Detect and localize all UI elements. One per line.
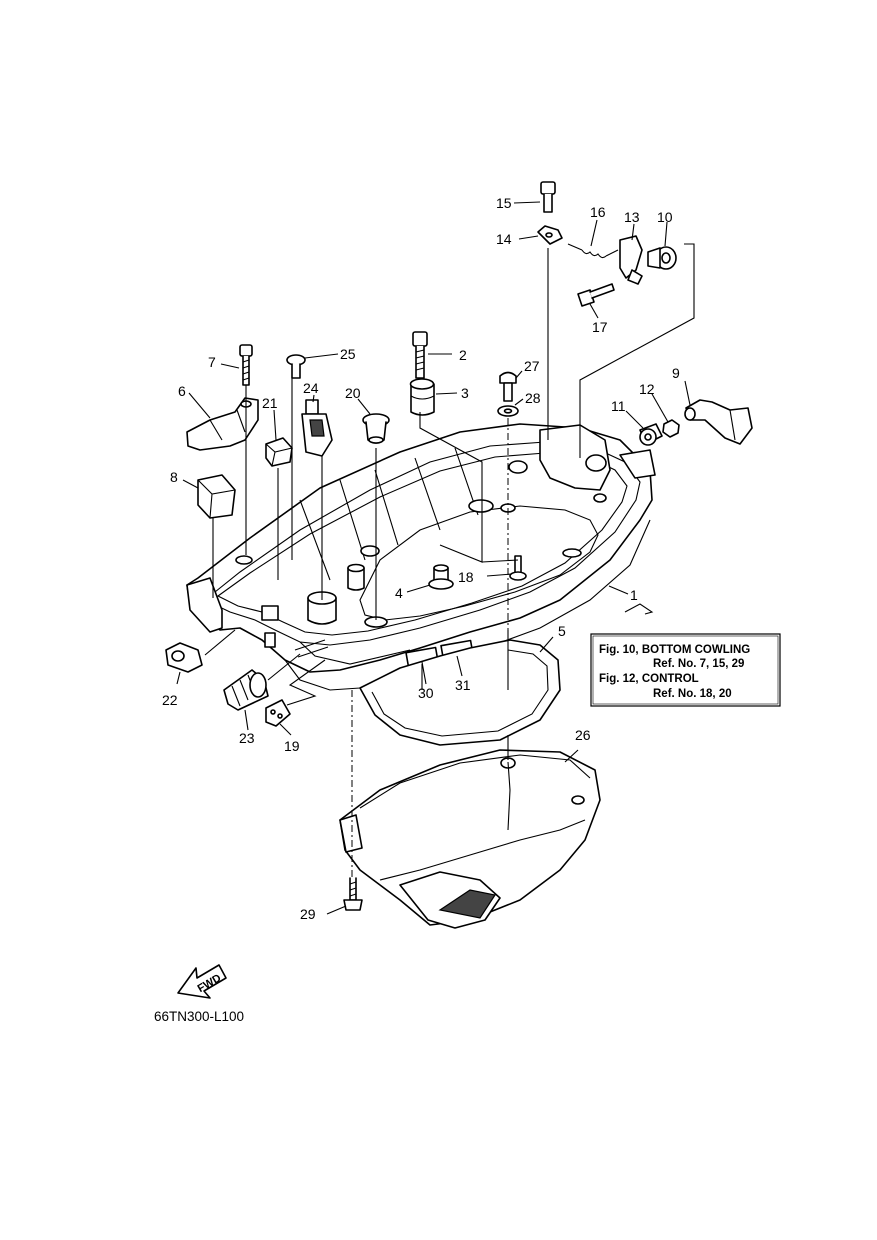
- collar-part-4: [428, 564, 454, 590]
- grommet-part-20: [362, 413, 390, 444]
- bolt-part-15: [540, 181, 556, 213]
- callout-13: 13: [624, 209, 640, 225]
- diagram-code: 66TN300-L100: [154, 1009, 244, 1024]
- callout-17: 17: [592, 319, 608, 335]
- callout-16: 16: [590, 204, 606, 220]
- callout-4: 4: [395, 585, 403, 601]
- nut-part-12: [662, 419, 680, 438]
- leader-lines: [176, 201, 695, 915]
- clip-part-25: [286, 354, 306, 379]
- callout-29: 29: [300, 906, 316, 922]
- callout-14: 14: [496, 231, 512, 247]
- note-line-2: Ref. No. 7, 15, 29: [653, 658, 744, 670]
- callout-19: 19: [284, 738, 300, 754]
- bushing-part-10: [647, 246, 677, 270]
- fwd-arrow-icon: FWD: [177, 964, 227, 999]
- note-line-4: Ref. No. 18, 20: [653, 688, 732, 700]
- handle-part-9: [684, 399, 753, 445]
- callout-7: 7: [208, 354, 216, 370]
- callout-5: 5: [558, 623, 566, 639]
- bolt-part-2: [412, 331, 428, 379]
- reference-note-box: Fig. 10, BOTTOM COWLING Ref. No. 7, 15, …: [590, 633, 781, 707]
- clip-part-22: [165, 642, 203, 673]
- callout-1: 1: [630, 587, 638, 603]
- seal-part-5: [359, 639, 561, 746]
- bracket-part-6: [186, 397, 259, 451]
- grommet-part-3: [409, 378, 435, 416]
- callout-2: 2: [459, 347, 467, 363]
- spring-part-16: [567, 243, 619, 259]
- bottom-cowling-part-1: [186, 423, 656, 691]
- callout-23: 23: [239, 730, 255, 746]
- callout-30: 30: [418, 685, 434, 701]
- callout-9: 9: [672, 365, 680, 381]
- callout-15: 15: [496, 195, 512, 211]
- callout-31: 31: [455, 677, 471, 693]
- clamp-part-14: [537, 225, 563, 245]
- screw-part-7: [239, 344, 253, 386]
- grommet-part-11: [639, 423, 663, 446]
- callout-10: 10: [657, 209, 673, 225]
- callout-11: 11: [611, 398, 626, 414]
- pad-part-8: [197, 474, 236, 519]
- callout-21: 21: [262, 395, 278, 411]
- callout-24: 24: [303, 380, 319, 396]
- callout-12: 12: [639, 381, 655, 397]
- callout-18: 18: [458, 569, 474, 585]
- callout-numbers: 1 2 3 4 5 6 7 8 9 10 11 12 13 14 15 16 1…: [162, 195, 680, 922]
- grommet-part-19: [265, 699, 291, 727]
- screw-part-18: [509, 555, 527, 581]
- callout-22: 22: [162, 692, 178, 708]
- pad-part-21: [265, 437, 293, 467]
- callout-6: 6: [178, 383, 186, 399]
- callout-8: 8: [170, 469, 178, 485]
- lower-pan-part-26: [339, 749, 601, 929]
- grommet-part-23: [223, 669, 269, 711]
- callout-26: 26: [575, 727, 591, 743]
- note-line-3: Fig. 12, CONTROL: [599, 673, 699, 685]
- screw-part-29: [343, 877, 363, 911]
- callout-25: 25: [340, 346, 356, 362]
- callout-27: 27: [524, 358, 540, 374]
- callout-3: 3: [461, 385, 469, 401]
- bolt-part-17: [577, 283, 615, 307]
- dash-center-lines: [351, 418, 509, 880]
- callout-28: 28: [525, 390, 541, 406]
- bolt-part-27: [499, 371, 517, 402]
- lever-part-13: [619, 235, 643, 285]
- switch-part-24: [301, 399, 333, 457]
- callout-20: 20: [345, 385, 361, 401]
- note-line-1: Fig. 10, BOTTOM COWLING: [599, 644, 750, 656]
